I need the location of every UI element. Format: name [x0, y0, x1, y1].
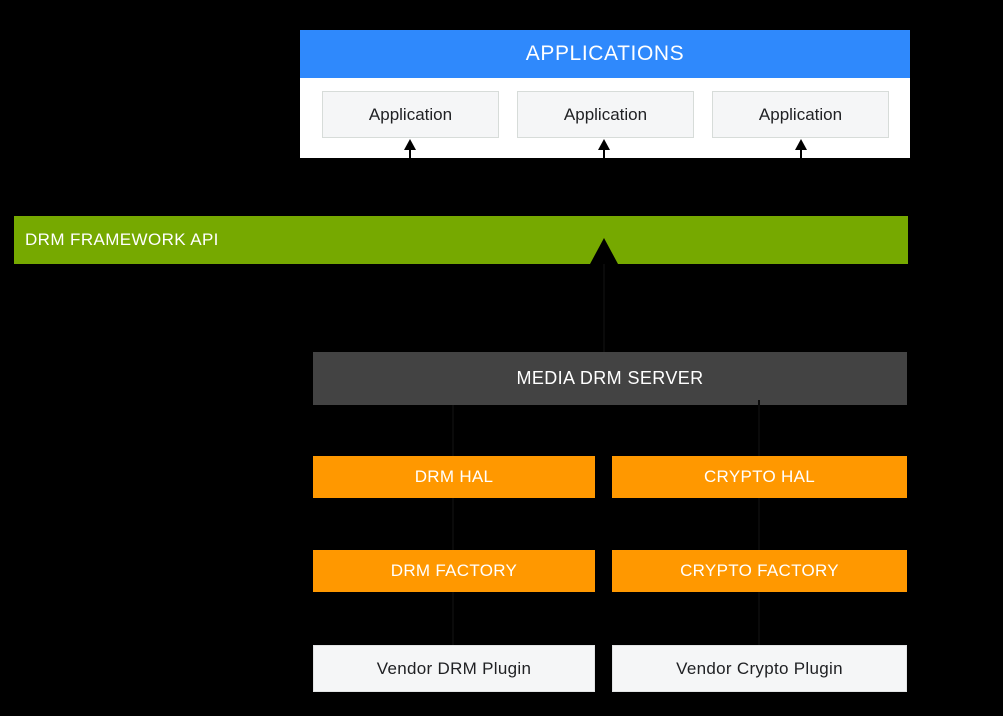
application-box-1[interactable]: Application — [322, 91, 499, 138]
drm-framework-api-bar: DRM FRAMEWORK API — [14, 216, 908, 264]
crypto-factory-box[interactable]: CRYPTO FACTORY — [612, 550, 907, 592]
arrow-stem — [409, 149, 411, 165]
arrow-up-notch-icon — [590, 238, 618, 264]
connector-drm-factory-to-vendor-drm-plugin — [452, 592, 454, 645]
application-box-2[interactable]: Application — [517, 91, 694, 138]
connector-server-to-drm-hal — [452, 405, 454, 456]
arrow-head-up-icon — [795, 139, 807, 150]
connector-framework-to-media-drm-server — [603, 264, 605, 352]
vendor-drm-plugin-box[interactable]: Vendor DRM Plugin — [313, 645, 595, 692]
arrow-head-up-icon — [598, 139, 610, 150]
applications-header: APPLICATIONS — [300, 30, 910, 78]
arrow-up-to-application-3 — [795, 139, 807, 165]
drm-factory-box[interactable]: DRM FACTORY — [313, 550, 595, 592]
drm-hal-box[interactable]: DRM HAL — [313, 456, 595, 498]
crypto-hal-box[interactable]: CRYPTO HAL — [612, 456, 907, 498]
arrow-up-to-application-1 — [404, 139, 416, 165]
arrow-up-to-application-2 — [598, 139, 610, 165]
arrow-stem — [800, 149, 802, 165]
drm-framework-api-label: DRM FRAMEWORK API — [25, 230, 219, 249]
applications-body: Application Application Application — [300, 78, 910, 158]
arrow-head-up-icon — [404, 139, 416, 150]
media-drm-server-box[interactable]: MEDIA DRM SERVER — [313, 352, 907, 405]
connector-server-to-crypto-hal — [758, 400, 760, 456]
applications-panel: APPLICATIONS Application Application App… — [300, 30, 910, 158]
vendor-crypto-plugin-box[interactable]: Vendor Crypto Plugin — [612, 645, 907, 692]
arrow-stem — [603, 149, 605, 165]
connector-crypto-hal-to-crypto-factory — [758, 498, 760, 550]
application-box-3[interactable]: Application — [712, 91, 889, 138]
drm-framework-api-background — [14, 216, 908, 264]
connector-drm-hal-to-drm-factory — [452, 498, 454, 550]
connector-crypto-factory-to-vendor-crypto-plugin — [758, 592, 760, 645]
